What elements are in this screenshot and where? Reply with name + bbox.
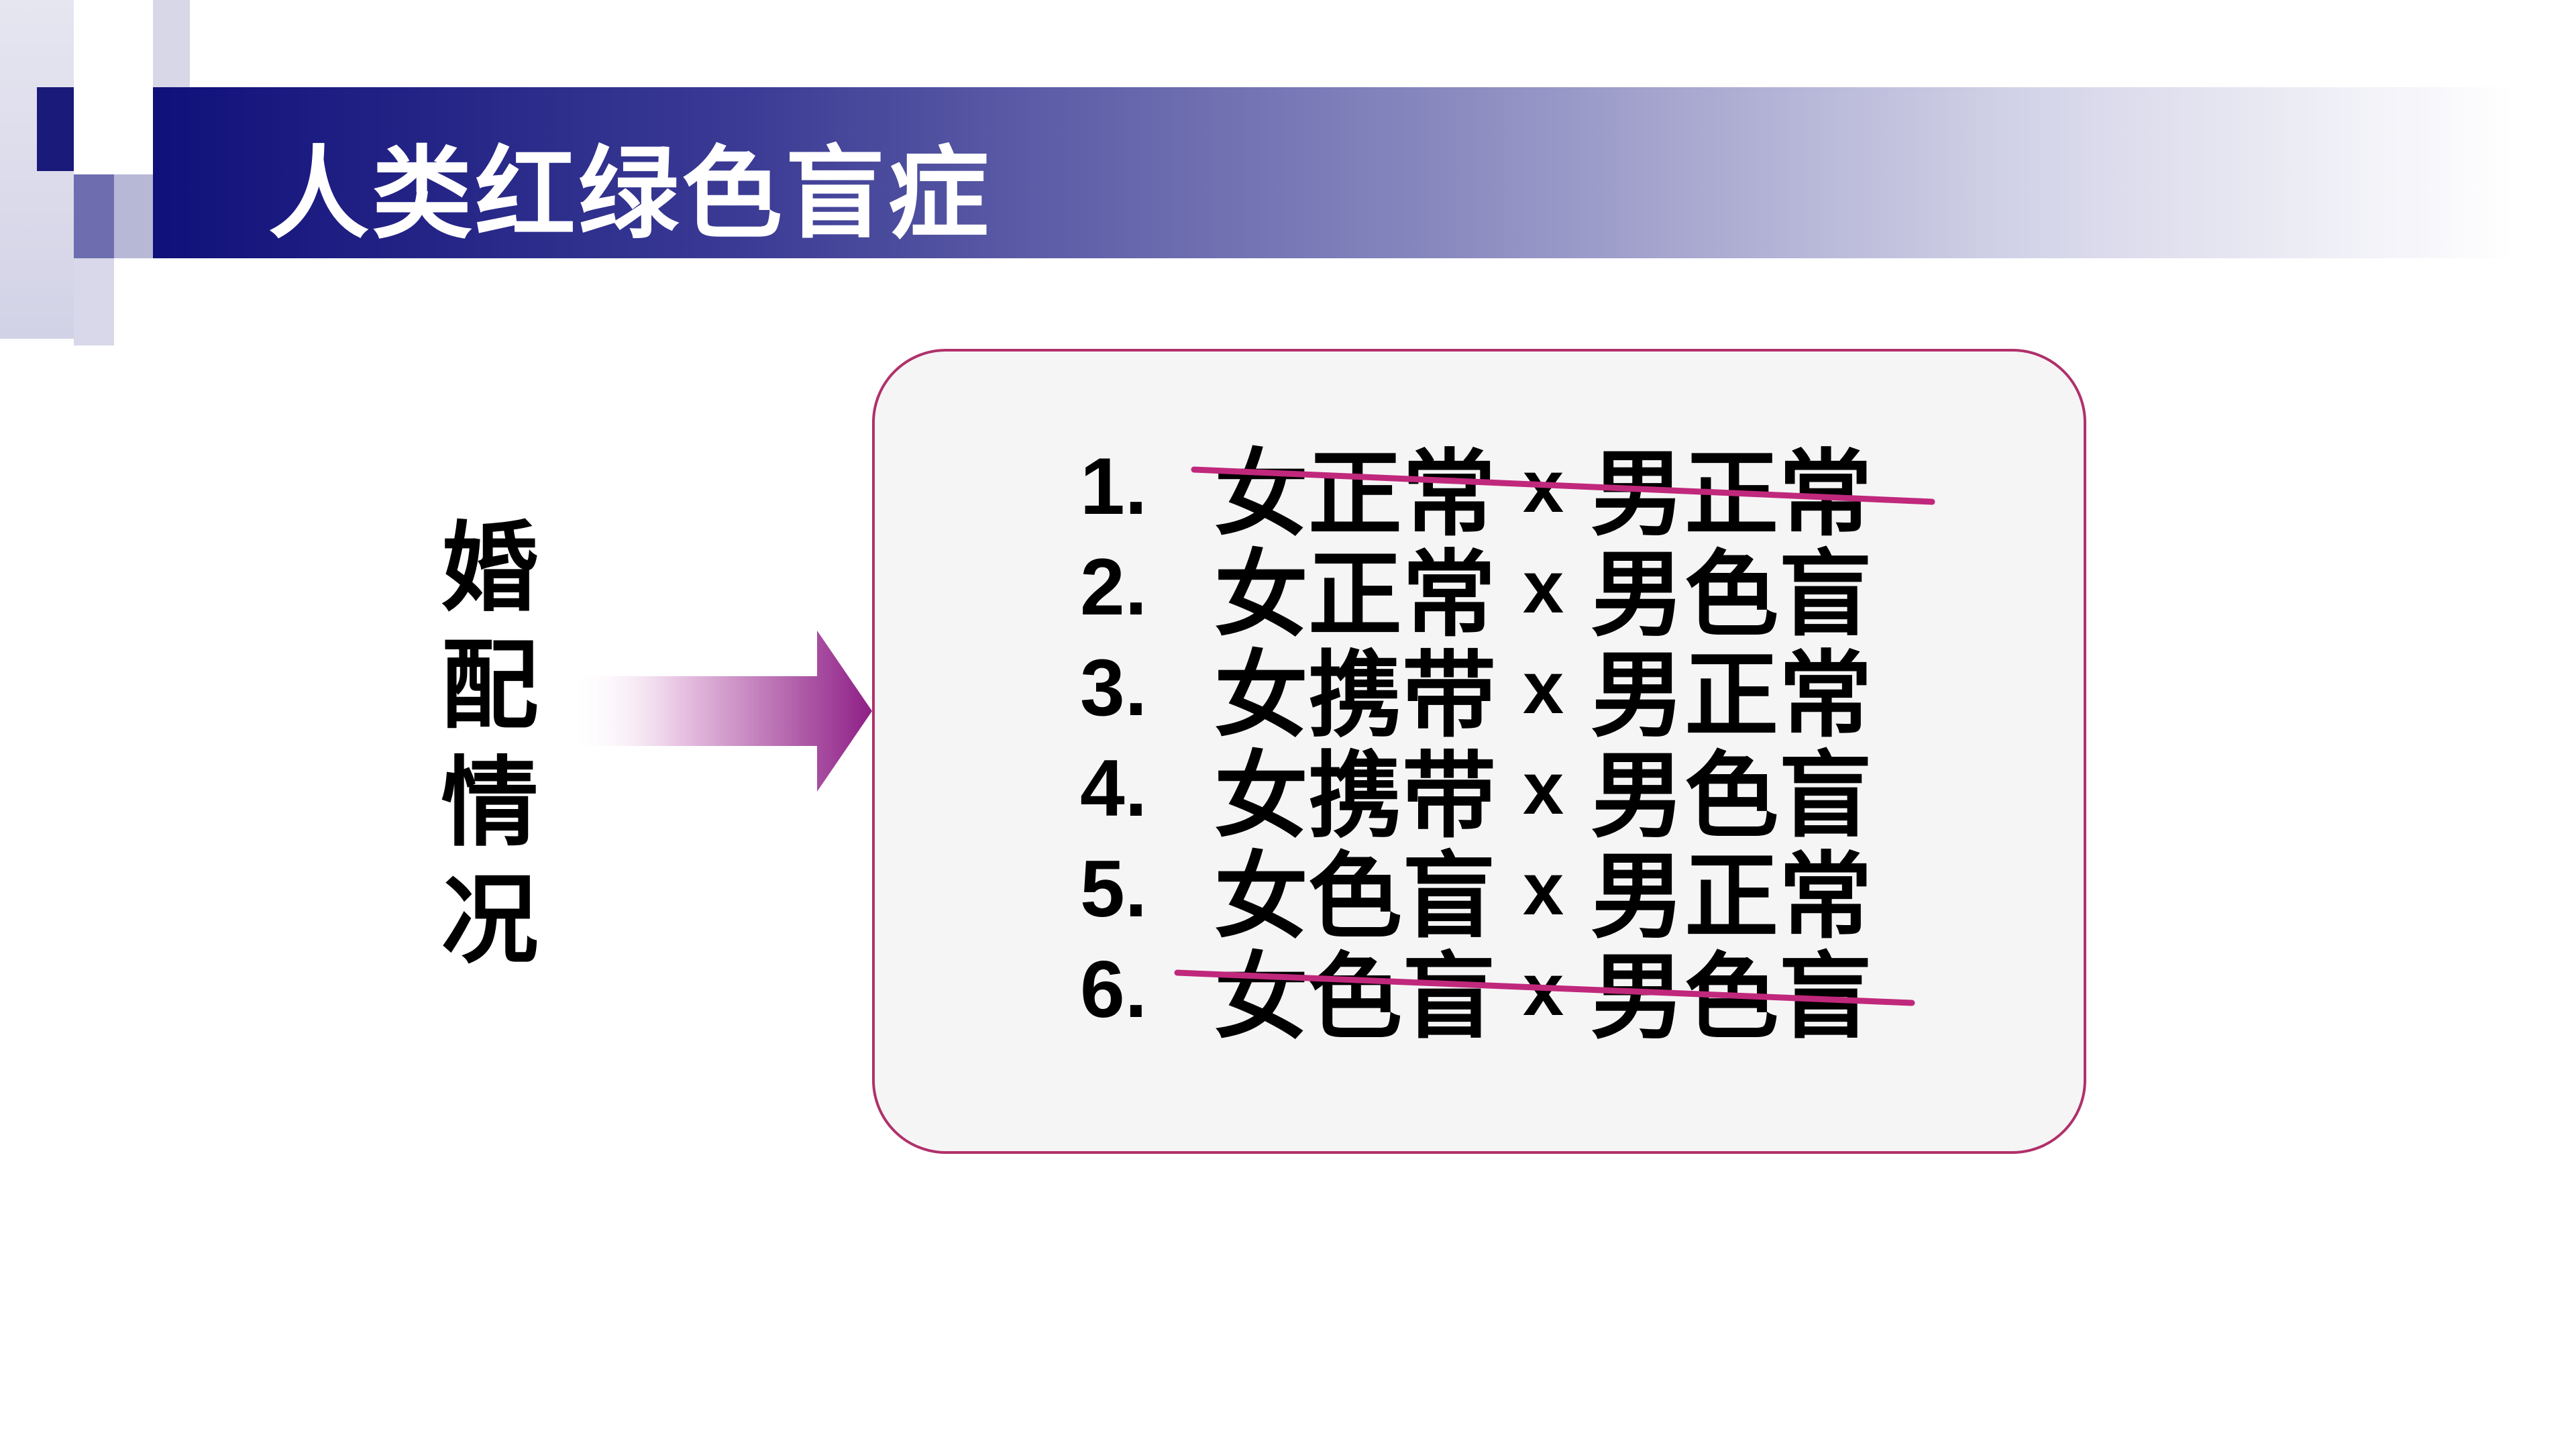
female-genotype: 女色盲 [1214,843,1497,952]
list-item: 5. 女色盲 x 男正常 [1080,839,1872,952]
item-number: 6. [1080,945,1148,1034]
item-number: 4. [1080,743,1148,833]
side-label-char: 婚 [441,512,539,625]
decorative-square [114,174,153,258]
male-genotype: 男正常 [1591,641,1873,751]
list-item: 2. 女正常 x 男色盲 [1080,537,1872,650]
side-label-char: 况 [441,864,539,977]
male-genotype: 男色盲 [1591,742,1873,851]
female-genotype: 女携带 [1214,742,1497,851]
list-item: 6. 女色盲 x 男色盲 [1080,939,1872,1053]
decorative-square [74,258,114,345]
list-item: 3. 女携带 x 男正常 [1080,637,1872,751]
male-genotype: 男正常 [1591,843,1873,952]
female-genotype: 女正常 [1214,541,1497,650]
female-genotype: 女色盲 [1214,943,1497,1053]
title-bar [153,87,2514,258]
slide-title: 人类红绿色盲症 [268,136,992,253]
decorative-square [74,174,114,258]
item-number: 2. [1080,542,1148,632]
right-arrow-icon [570,631,872,792]
side-label-char: 配 [441,629,539,743]
item-number: 3. [1080,643,1148,733]
cross-symbol: x [1523,545,1564,629]
male-genotype: 男色盲 [1591,943,1873,1053]
male-genotype: 男色盲 [1591,541,1873,650]
female-genotype: 女携带 [1214,641,1497,751]
cross-symbol: x [1523,747,1564,830]
decorative-square [74,87,153,174]
side-label-char: 情 [441,747,539,860]
item-number: 5. [1080,844,1148,934]
cross-symbol: x [1523,646,1564,729]
list-item: 4. 女携带 x 男色盲 [1080,738,1872,851]
cross-symbol: x [1523,445,1564,528]
decorative-square [74,0,114,87]
marriage-list: 1. 女正常 x 男正常 2. 女正常 x 男色盲 3. 女携带 x 男正常 4… [1080,436,1872,1053]
side-label: 婚 配 情 况 [436,517,543,973]
cross-symbol: x [1523,847,1564,930]
cross-symbol: x [1523,948,1564,1031]
decorative-square [37,87,74,171]
item-number: 1. [1080,441,1148,531]
